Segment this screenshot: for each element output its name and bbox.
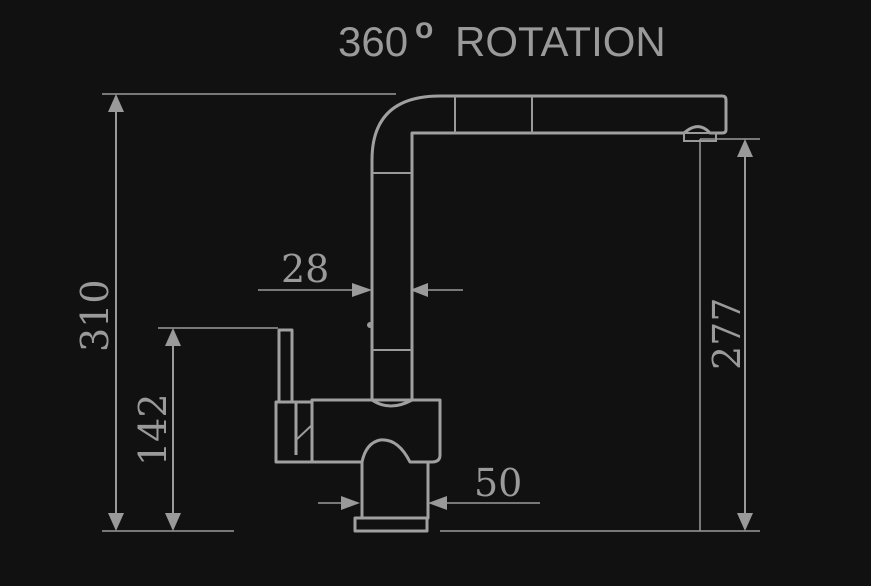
title-text: ROTATION [455, 18, 666, 65]
arrow-right-28 [352, 283, 372, 297]
dim-spout-diameter: 28 [258, 247, 463, 297]
title-number: 360 [338, 18, 408, 65]
faucet-outline [274, 94, 728, 533]
arrow-left-50 [428, 496, 447, 510]
mixer-body [310, 398, 442, 464]
label-277: 277 [705, 297, 749, 370]
arrow-right-50 [341, 496, 360, 510]
lever-housing-chamfer [295, 424, 313, 441]
column-marker [367, 322, 373, 328]
dim-spout-height: 277 [440, 138, 760, 532]
lever-handle [277, 328, 294, 404]
dim-base-diameter: 50 [318, 461, 540, 510]
arrow-down-310 [108, 513, 124, 531]
title-degree: o [415, 12, 433, 45]
aerator [683, 132, 717, 142]
base-stem [360, 462, 430, 520]
arrow-up-277 [737, 139, 753, 157]
base-plate [353, 516, 429, 533]
label-310: 310 [73, 279, 117, 352]
dim-overall-height: 310 [73, 93, 396, 532]
arrow-left-28 [410, 283, 428, 297]
label-28: 28 [281, 247, 329, 291]
arrow-down-277 [737, 513, 753, 531]
label-142: 142 [131, 393, 175, 466]
dim-lever-height: 142 [131, 327, 278, 531]
label-50: 50 [474, 461, 522, 505]
arrow-down-142 [165, 513, 181, 531]
arrow-up-142 [165, 328, 181, 346]
lever-housing [274, 400, 314, 464]
spout-body [370, 94, 728, 400]
body-joint [371, 398, 413, 408]
arrow-up-310 [108, 94, 124, 112]
